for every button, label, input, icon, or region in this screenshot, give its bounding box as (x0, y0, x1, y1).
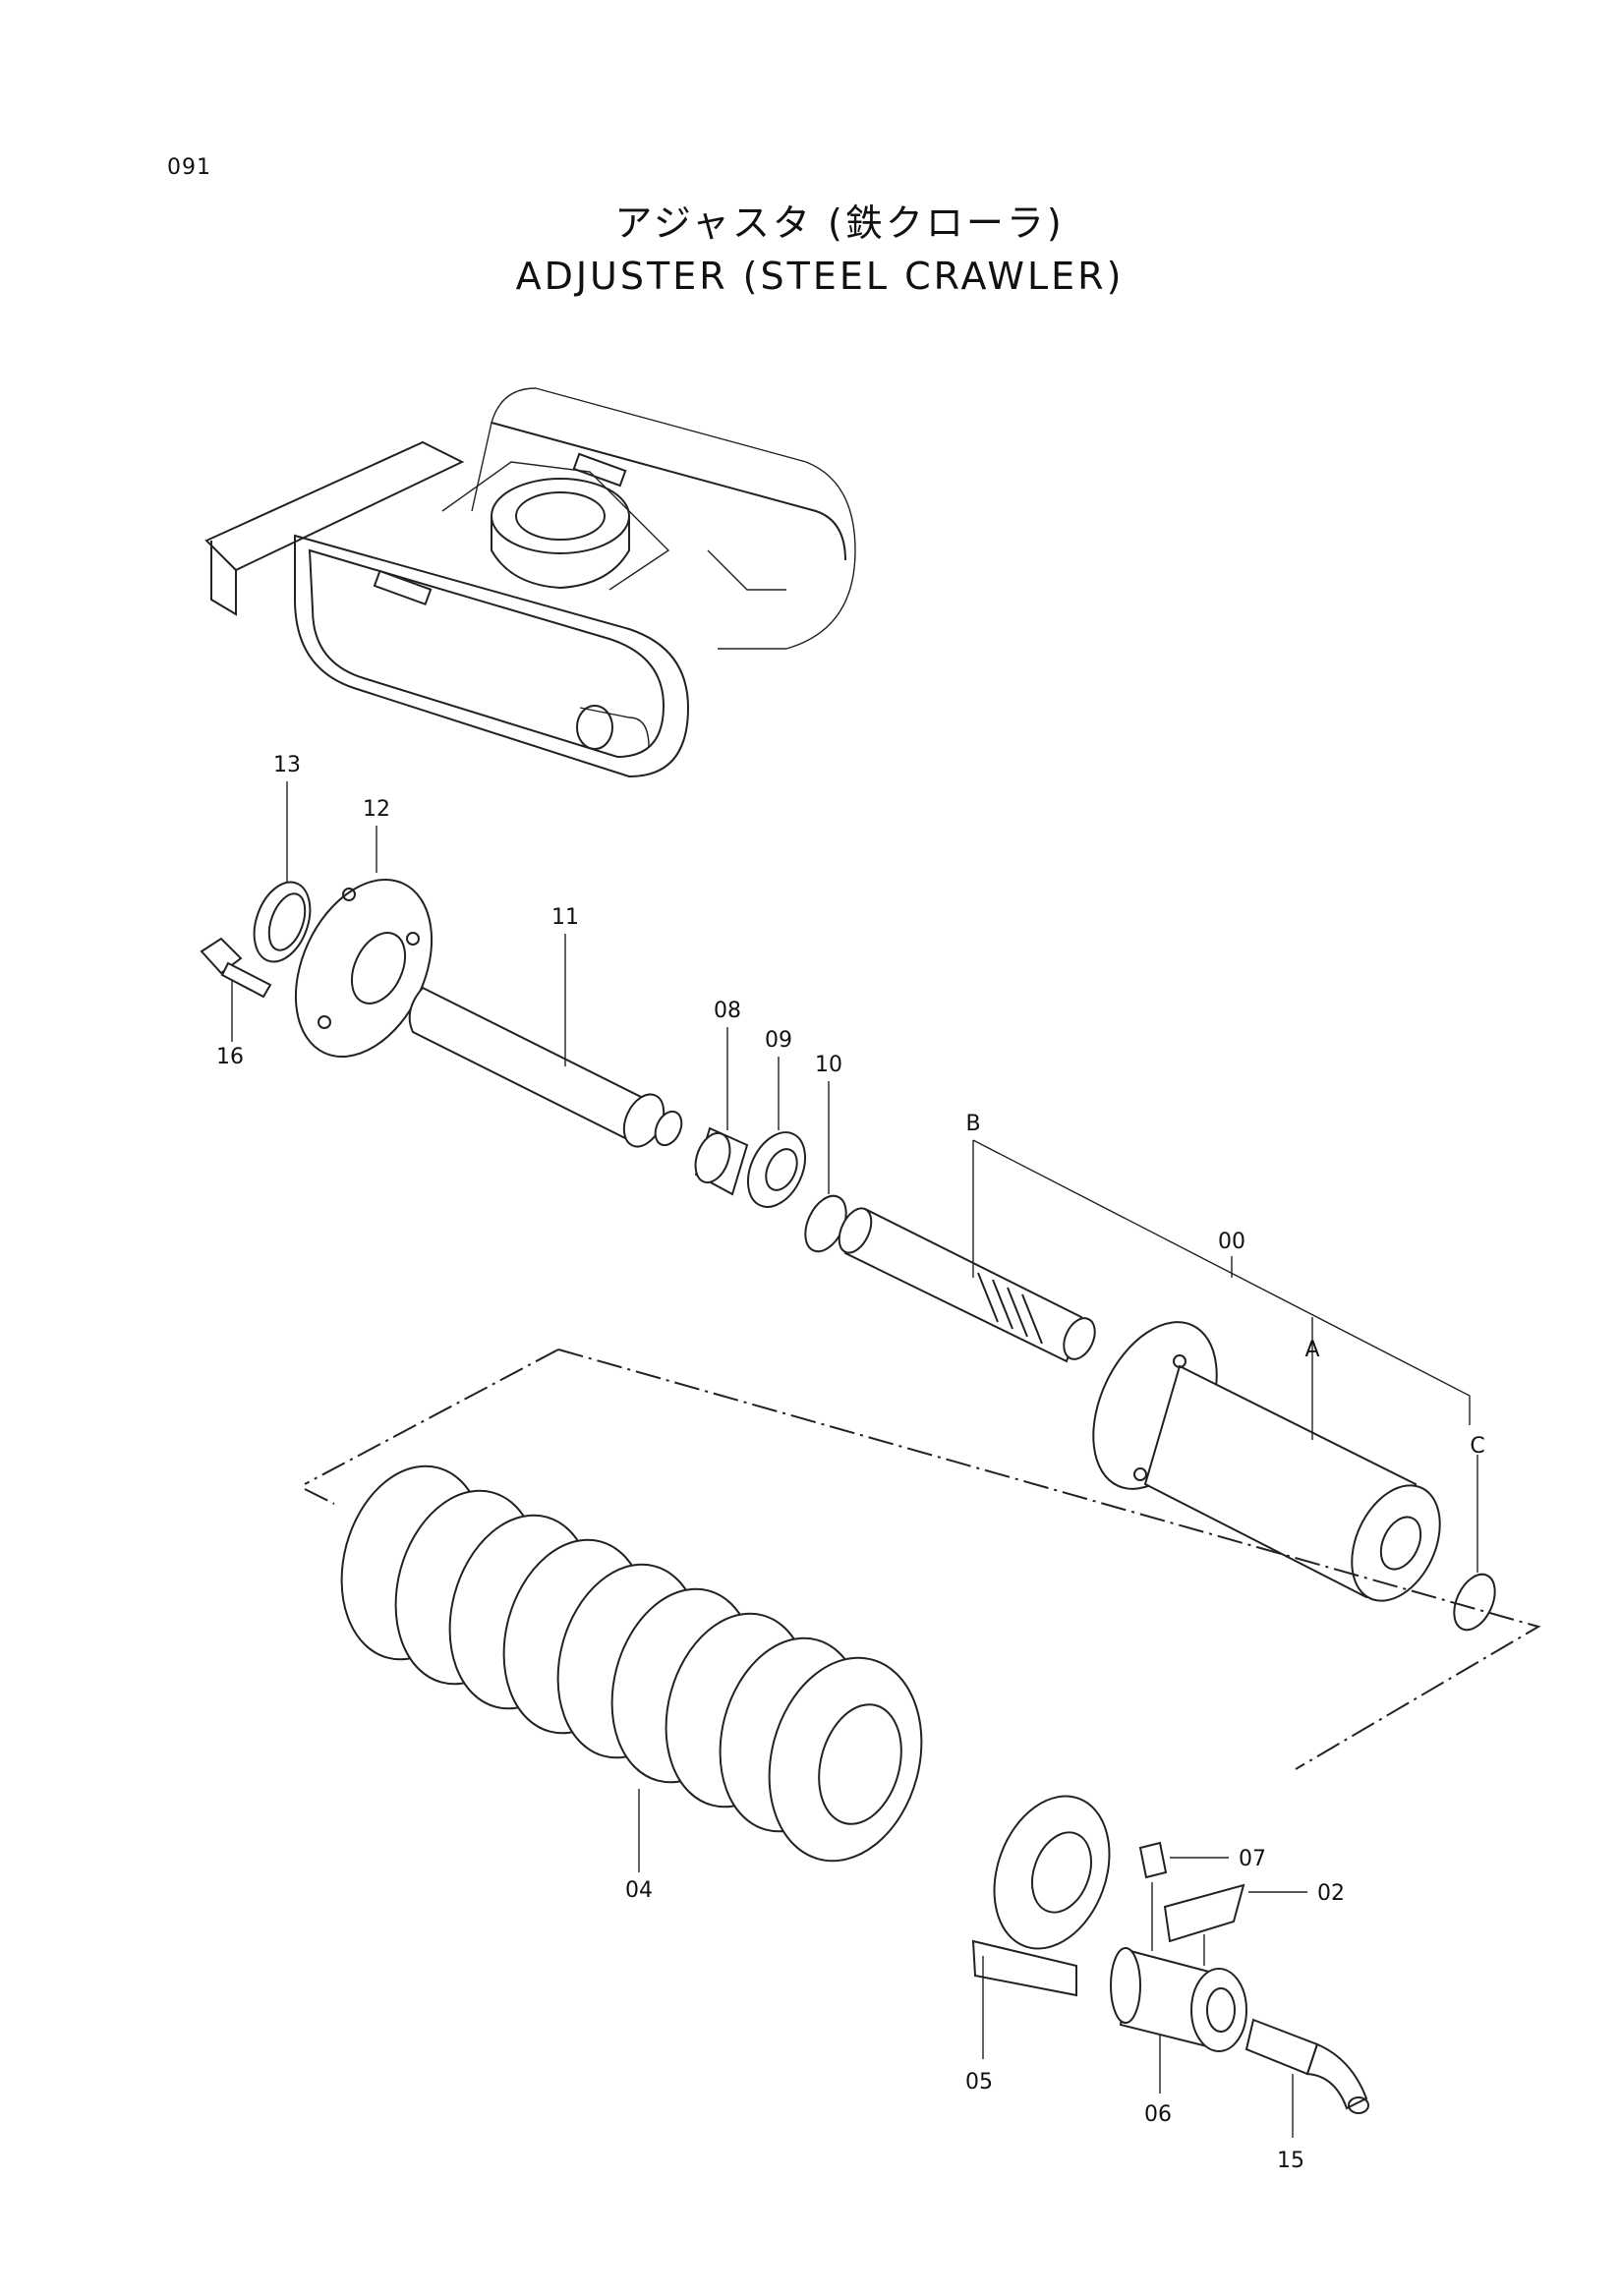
part-15-fitting: 15 (1244, 2018, 1369, 2173)
undercarriage-overview (204, 387, 856, 778)
callout-10: 10 (815, 1053, 842, 1077)
spring-group-boundary (304, 1349, 1541, 1770)
callout-02: 02 (1317, 1881, 1345, 1906)
part-04-spring: 04 (340, 1464, 923, 1903)
callout-08: 08 (714, 999, 741, 1023)
part-05-spring-seat: 05 (965, 1795, 1111, 2095)
part-09-bearing: 09 (746, 1028, 807, 1208)
callout-c: C (1470, 1434, 1484, 1459)
part-10-snap-ring: 10 (804, 1053, 847, 1253)
part-08-bushing: 08 (694, 999, 749, 1196)
callout-05: 05 (965, 2070, 993, 2095)
callout-13: 13 (273, 753, 301, 777)
title-english: ADJUSTER (STEEL CRAWLER) (515, 255, 1125, 298)
callout-16: 16 (216, 1045, 244, 1069)
callout-12: 12 (363, 797, 390, 822)
part-02-plate: 02 (1163, 1881, 1345, 1966)
part-12-flange: 12 (294, 797, 434, 1058)
callout-09: 09 (765, 1028, 792, 1053)
page-number: 091 (167, 155, 211, 180)
callout-00: 00 (1218, 1230, 1245, 1254)
part-00-assembly: 00 B A C (838, 1112, 1496, 1632)
title-japanese: アジャスタ (鉄クローラ) (614, 201, 1065, 245)
callout-04: 04 (625, 1878, 653, 1903)
part-07-plug: 07 (1138, 1841, 1266, 1951)
part-11-shaft: 11 (408, 905, 683, 1148)
callout-a: A (1304, 1338, 1319, 1362)
callout-b: B (965, 1112, 980, 1136)
callout-15: 15 (1277, 2149, 1304, 2173)
callout-11: 11 (551, 905, 579, 930)
part-13-seal: 13 (253, 753, 312, 963)
part-06-block: 06 (1110, 1947, 1247, 2127)
callout-07: 07 (1239, 1847, 1266, 1871)
part-16-bolt: 16 (200, 937, 272, 1069)
callout-06: 06 (1144, 2102, 1172, 2127)
